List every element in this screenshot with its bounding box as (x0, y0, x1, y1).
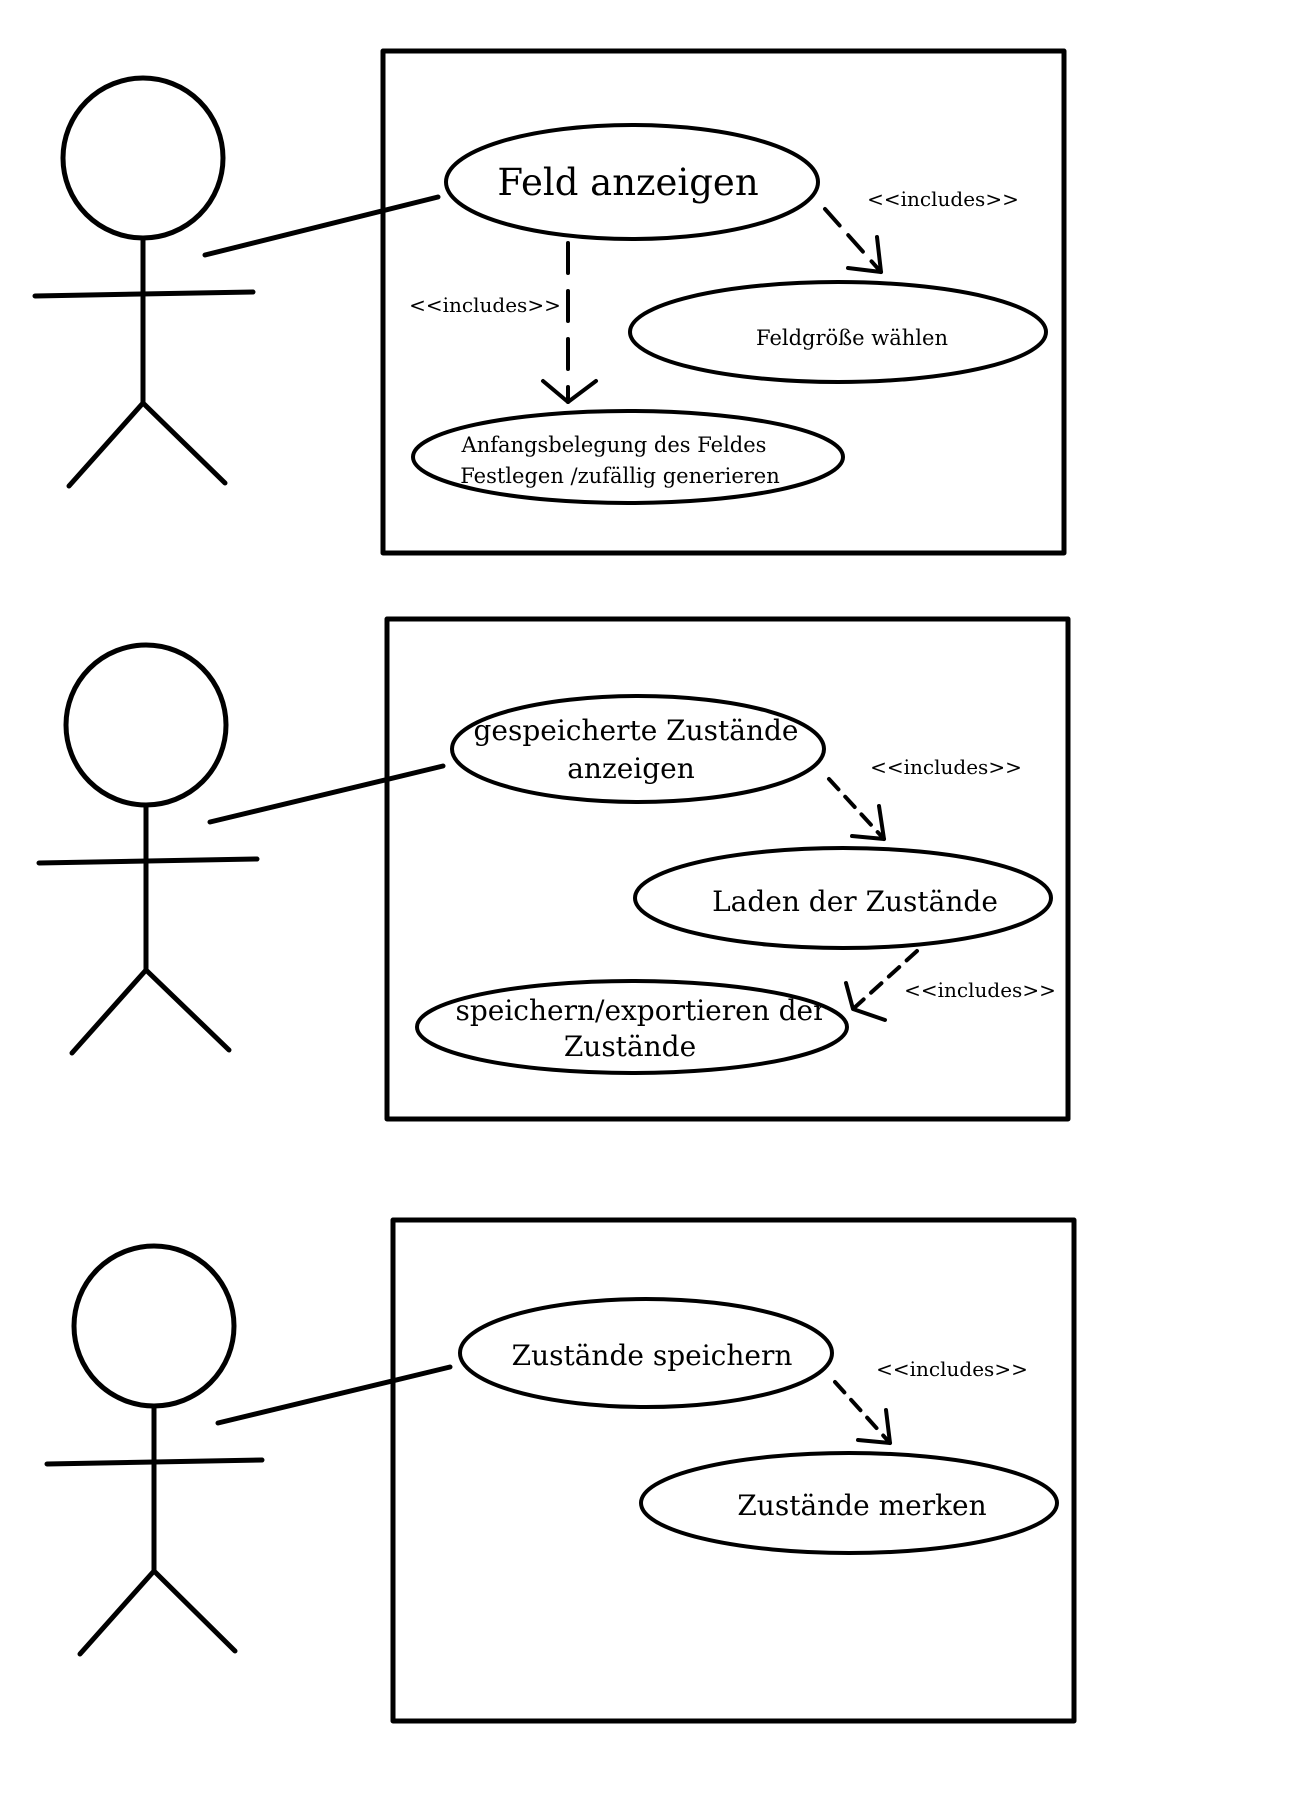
system-boundary-3 (390, 1217, 1077, 1724)
include-relation-3: <<includes>> (833, 1357, 1028, 1445)
usecase-gespeicherte-zustaende-anzeigen: gespeicherte Zustände anzeigen (450, 694, 826, 804)
association-line-3 (215, 1364, 453, 1426)
usecase-anfangsbelegung: Anfangsbelegung des Feldes Festlegen /zu… (411, 409, 845, 505)
usecase-label-line: Zustände (564, 1030, 696, 1063)
usecase-label-line: Feldgröße wählen (756, 326, 948, 350)
includes-stereotype-label: <<includes>> (867, 187, 1019, 211)
usecase-label-line: anzeigen (567, 752, 695, 785)
association-line-1 (202, 194, 441, 258)
panel-1: Feld anzeigen Feldgröße wählen Anfangsbe… (32, 48, 1067, 556)
usecase-label-line: speichern/exportieren der (455, 994, 827, 1027)
usecase-feld-anzeigen: Feld anzeigen (444, 123, 820, 241)
usecase-label-line: Festlegen /zufällig generieren (460, 464, 780, 488)
usecase-label-line: Zustände merken (737, 1489, 986, 1522)
usecase-label-line: gespeicherte Zustände (473, 714, 798, 747)
include-relation-2a: <<includes>> (827, 755, 1022, 841)
usecase-zustaende-merken: Zustände merken (639, 1451, 1059, 1555)
system-boundary-2 (384, 616, 1071, 1122)
includes-stereotype-label: <<includes>> (876, 1357, 1028, 1381)
actor-2 (36, 642, 260, 1056)
actor-1 (32, 75, 256, 489)
usecase-speichern-exportieren: speichern/exportieren der Zustände (415, 979, 849, 1075)
include-relation-1a: <<includes>> (823, 187, 1019, 274)
usecase-laden-der-zustaende: Laden der Zustände (633, 846, 1053, 950)
panel-2: gespeicherte Zustände anzeigen Laden der… (36, 616, 1071, 1122)
panel-3: Zustände speichern Zustände merken <<inc… (44, 1217, 1077, 1724)
usecase-label-line: Laden der Zustände (712, 885, 998, 918)
usecase-zustaende-speichern: Zustände speichern (458, 1297, 834, 1409)
usecase-label-line: Feld anzeigen (497, 161, 758, 204)
actor-3 (44, 1243, 265, 1657)
usecase-label-line: Zustände speichern (512, 1339, 793, 1372)
usecase-label-line: Anfangsbelegung des Feldes (461, 433, 767, 457)
includes-stereotype-label: <<includes>> (870, 755, 1022, 779)
includes-stereotype-label: <<includes>> (409, 293, 561, 317)
includes-stereotype-label: <<includes>> (904, 978, 1056, 1002)
system-boundary-1 (380, 48, 1067, 556)
association-line-2 (207, 763, 446, 825)
include-relation-1b: <<includes>> (409, 241, 598, 404)
usecase-feldgroesse-waehlen: Feldgröße wählen (628, 280, 1048, 384)
include-relation-2b: <<includes>> (844, 949, 1056, 1022)
